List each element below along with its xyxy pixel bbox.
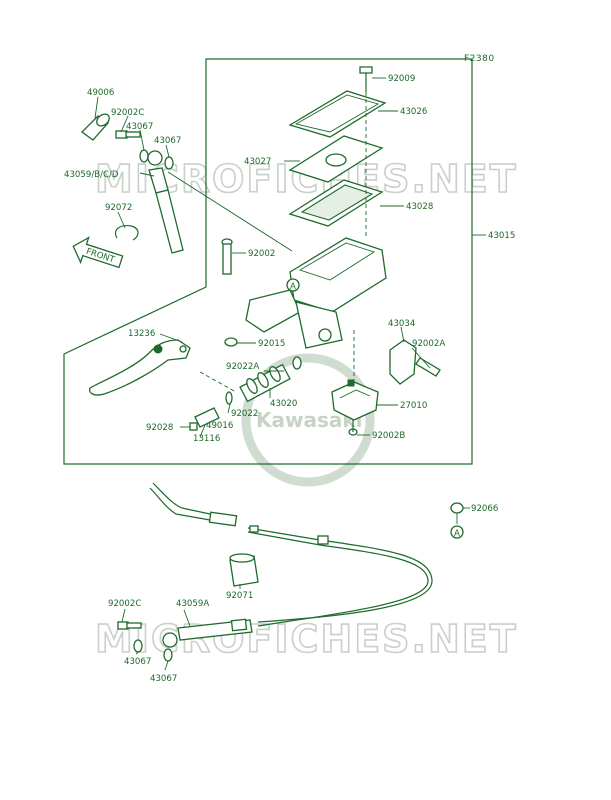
label-92066: 92066 [471,504,498,514]
part-43059-hose [155,189,184,254]
label-43034: 43034 [388,319,415,329]
label-92072: 92072 [105,203,132,213]
part-27010-switch [331,379,379,421]
part-43027-hole [325,153,347,167]
watermark-logo-ring [241,353,375,487]
helper-lines [199,330,355,393]
part-92015-cap [224,337,238,347]
part-49006-opening [96,113,110,127]
label-92002A: 92002A [412,339,445,349]
part-92002B-screw [348,420,358,436]
part-92002C-bolt-top [115,130,128,139]
label-43067-b: 43067 [154,136,181,146]
cable-upper-end [149,487,211,521]
svg-text:A: A [290,282,296,292]
part-43067-washer-d [163,648,173,662]
reservoir-stack [245,66,387,349]
part-92009-screw-head [359,66,373,74]
hose-assembly-upper: FRONT [72,113,184,269]
label-92002B: 92002B [372,431,405,441]
assembly-boundary [63,58,473,465]
part-92072-clamp [114,225,139,241]
label-43026: 43026 [400,107,427,117]
part-92028-pushrod [189,422,198,431]
part-92002A-bolt [415,357,441,377]
part-43067-washer-a [139,149,149,163]
label-43059A: 43059A [176,599,209,609]
figure-number: F2380 [464,54,495,64]
label-92015: 92015 [258,339,285,349]
label-92002C-bottom: 92002C [108,599,141,609]
part-49016-boot [194,407,220,428]
label-43027: 43027 [244,157,271,167]
label-43059BCD: 43059/B/C/D [64,170,119,180]
label-27010: 27010 [400,401,427,411]
label-49006: 49006 [87,88,114,98]
label-92022A: 92022A [226,362,259,372]
part-13236-lever [88,339,191,396]
label-92028: 92028 [146,423,173,433]
part-92022-circlip [225,391,233,405]
lower-cable [149,482,433,627]
cable-adjuster [208,511,238,527]
label-49016: 49016 [206,421,233,431]
label-43067-d: 43067 [150,674,177,684]
label-13236: 13236 [128,329,155,339]
label-13116: 13116 [193,434,220,444]
part-43067-washer-b [164,156,174,170]
ref-marker-a-body: A [286,278,300,292]
label-92002C-top: 92002C [111,108,144,118]
label-43020: 43020 [270,399,297,409]
part-banjo-fitting [147,150,163,166]
piston-kit [189,356,302,431]
part-labels: 49006 92002C 43067 43067 43059/B/C/D 920… [64,74,515,684]
label-92002: 92002 [248,249,275,259]
part-92002-bolt [221,238,233,275]
leaders-main [159,77,486,438]
part-43067-washer-c [133,639,143,653]
part-master-clamp-mount [245,289,301,333]
label-92009: 92009 [388,74,415,84]
label-43067-c: 43067 [124,657,151,667]
svg-text:A: A [454,529,460,539]
watermark: MICROFICHES.NET MICROFICHES.NET Kawasaki [94,156,518,662]
part-92066-cap [450,502,464,524]
part-43026-cap [288,90,387,138]
label-43028: 43028 [406,202,433,212]
leaders-upper-left [94,96,293,252]
part-13116-pivot [153,344,163,354]
cable-end-fitting [317,535,329,545]
label-92022: 92022 [231,409,258,419]
part-92071-collar [229,553,259,587]
part-banjo-lower [162,632,178,648]
leaders-lower [121,507,470,671]
front-arrow: FRONT [72,236,124,269]
label-92071: 92071 [226,591,253,601]
ref-marker-a-bottom: A [450,525,464,539]
label-43015: 43015 [488,231,515,241]
label-43067-a: 43067 [126,122,153,132]
part-92002C-thread-top [125,131,141,138]
watermark-text-bottom: MICROFICHES.NET [95,617,518,661]
part-92022A-spring [292,356,302,370]
